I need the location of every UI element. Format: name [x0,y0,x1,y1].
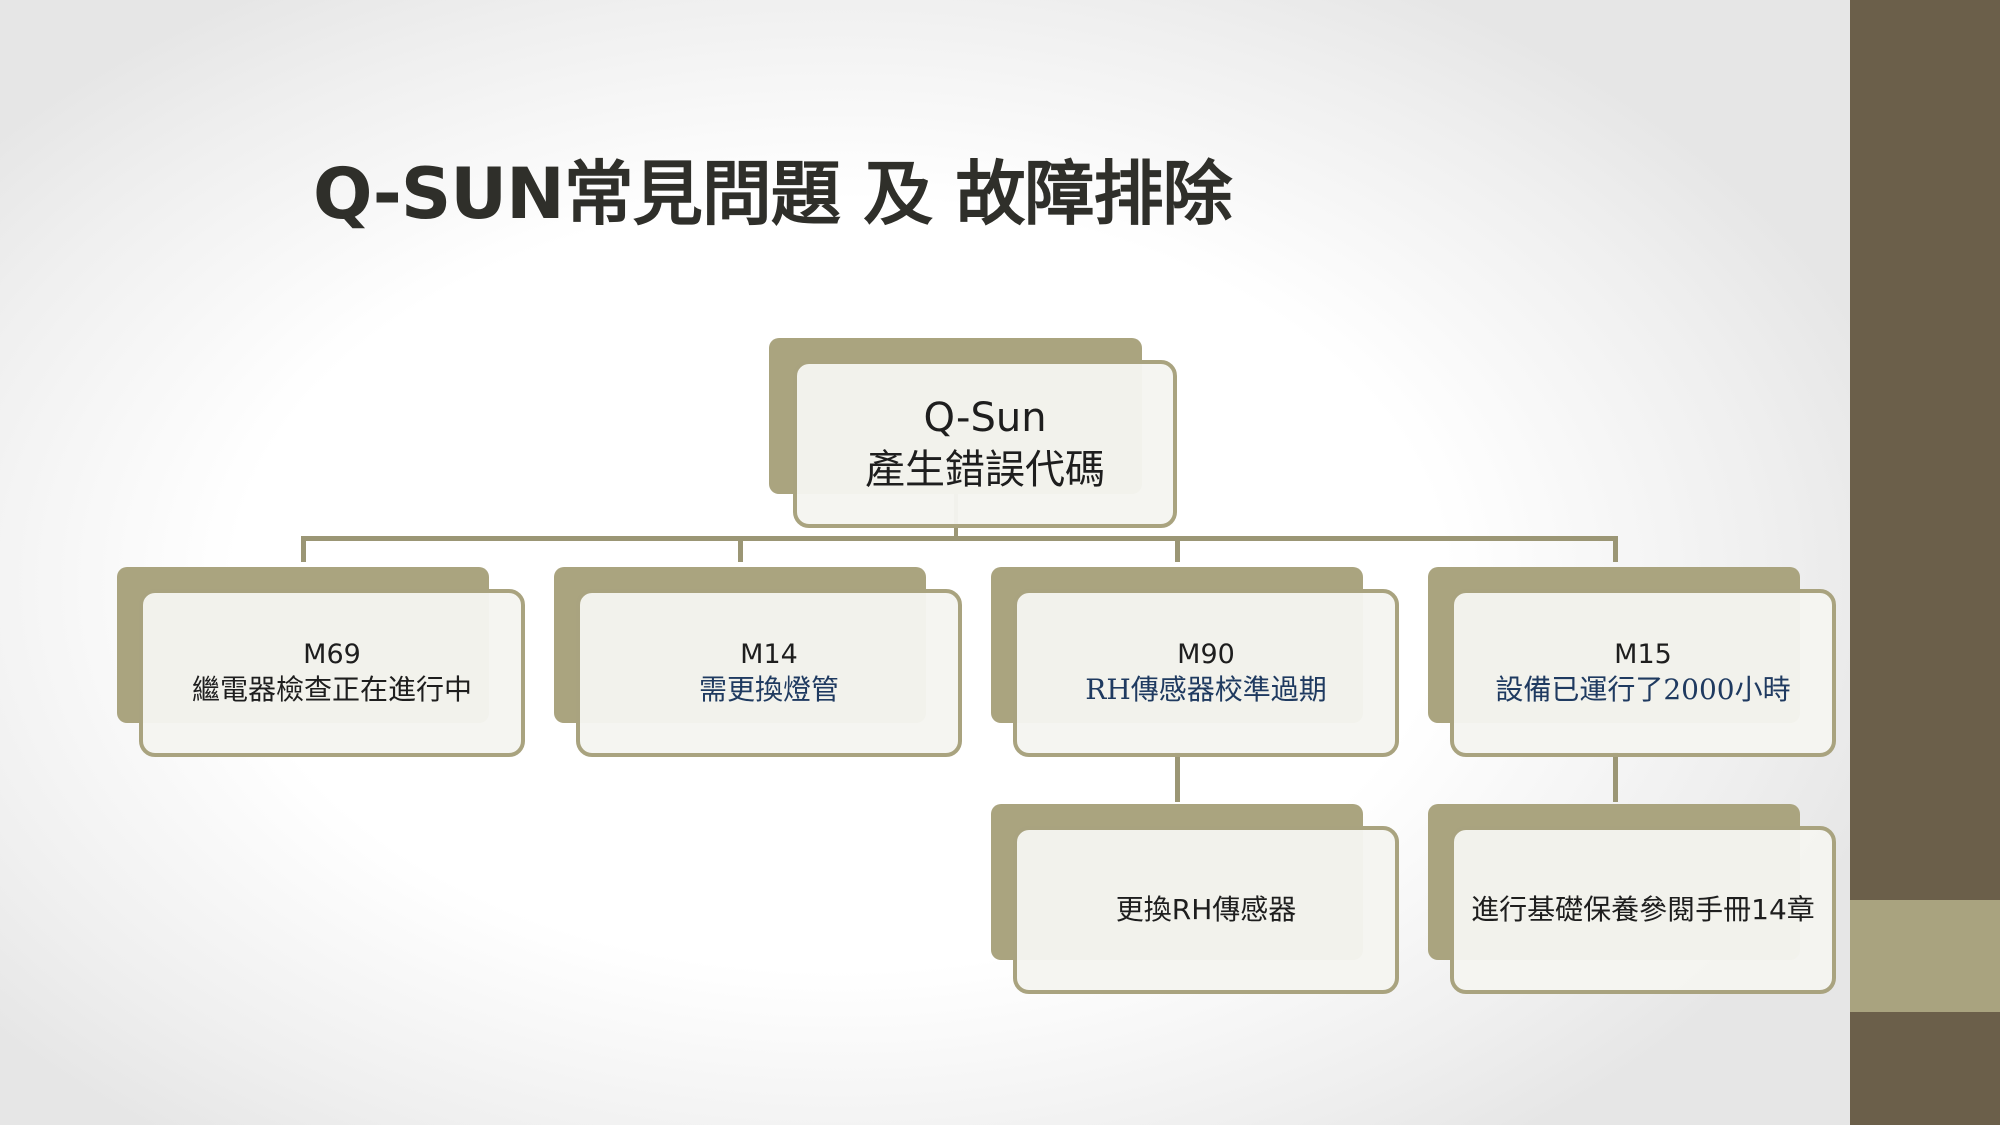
error-code: M69 [303,639,361,671]
connector-m90 [1175,536,1180,562]
error-description: 設備已運行了2000小時 [1495,673,1791,707]
node-card: M69 繼電器檢查正在進行中 [139,589,525,757]
node-card: Q-Sun 產生錯誤代碼 [793,360,1177,528]
action-node-m90: 更換RH傳感器 [991,804,1399,994]
node-card: M90 RH傳感器校準過期 [1013,589,1399,757]
error-code: M15 [1614,639,1672,671]
node-card: 更換RH傳感器 [1013,826,1399,994]
action-text: 更換RH傳感器 [1115,892,1297,926]
node-card: M14 需更換燈管 [576,589,962,757]
slide-title: Q-SUN常見問題 及 故障排除 [313,153,1232,235]
node-card: 進行基礎保養參閱手冊14章 [1450,826,1836,994]
code-node-m90: M90 RH傳感器校準過期 [991,567,1399,757]
root-node: Q-Sun 產生錯誤代碼 [769,338,1177,528]
error-description: 需更換燈管 [698,673,839,707]
connector-m15 [1613,536,1618,562]
root-title: Q-Sun [923,395,1047,441]
action-node-m15: 進行基礎保養參閱手冊14章 [1428,804,1836,994]
connector-m90-action [1175,752,1180,802]
connector-m15-action [1613,752,1618,802]
root-subtitle: 產生錯誤代碼 [865,447,1105,493]
error-description: 繼電器檢查正在進行中 [191,673,472,707]
code-node-m14: M14 需更換燈管 [554,567,962,757]
action-text: 進行基礎保養參閱手冊14章 [1471,892,1815,926]
connector-m69 [301,536,306,562]
code-node-m69: M69 繼電器檢查正在進行中 [117,567,525,757]
node-card: M15 設備已運行了2000小時 [1450,589,1836,757]
horizontal-connector [301,536,1618,541]
connector-m14 [738,536,743,562]
error-description: RH傳感器校準過期 [1085,673,1327,707]
error-code: M90 [1177,639,1235,671]
code-node-m15: M15 設備已運行了2000小時 [1428,567,1836,757]
side-band-accent [1850,900,2000,1012]
error-code: M14 [740,639,798,671]
